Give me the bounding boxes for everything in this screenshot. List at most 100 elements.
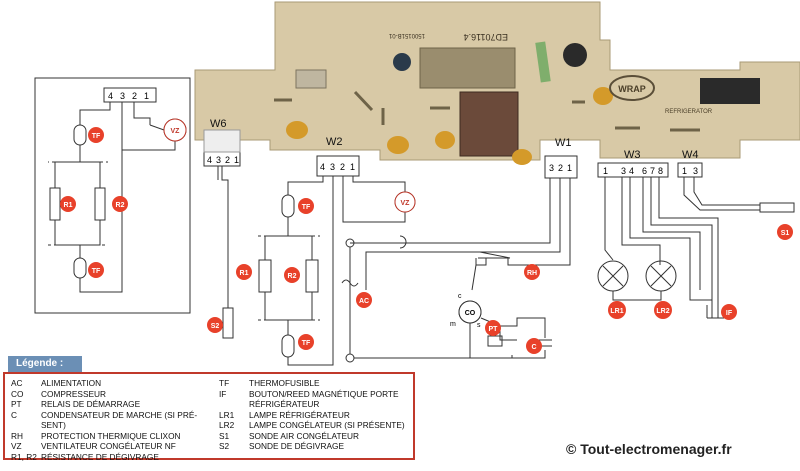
connector-w4: W4 1 3 bbox=[677, 149, 703, 178]
board-part-number: 1500151B-01 bbox=[388, 32, 425, 38]
electrolytic-capacitor bbox=[393, 53, 411, 71]
svg-text:AC: AC bbox=[359, 298, 369, 305]
cap-1 bbox=[286, 121, 308, 139]
svg-text:C: C bbox=[531, 344, 536, 351]
svg-text:LR1: LR1 bbox=[610, 308, 623, 315]
w2-pin-3: 2 bbox=[340, 162, 345, 172]
w6-pin-2: 3 bbox=[216, 155, 221, 165]
badge-c: C bbox=[526, 338, 542, 354]
w3-label: W3 bbox=[624, 149, 641, 161]
w6-pin-3: 2 bbox=[225, 155, 230, 165]
w2-label: W2 bbox=[326, 136, 343, 148]
badge-r2: R2 bbox=[284, 267, 300, 283]
connector-w3: W3 1 3 4 6 7 8 bbox=[597, 149, 669, 178]
svg-text:S1: S1 bbox=[781, 230, 790, 237]
badge-ac: AC bbox=[356, 292, 372, 308]
aux-pin-2: 3 bbox=[120, 91, 125, 101]
varistor bbox=[535, 41, 551, 83]
w1-label: W1 bbox=[555, 137, 572, 149]
w2-pin-2: 3 bbox=[330, 162, 335, 172]
w3-pin-4: 6 bbox=[642, 166, 647, 176]
connector-w1: W1 3 2 1 bbox=[544, 137, 578, 179]
svg-text:R2: R2 bbox=[288, 273, 297, 280]
w6-label: W6 bbox=[210, 118, 227, 130]
w3-pin-1: 1 bbox=[603, 166, 608, 176]
w6-pin-4: 1 bbox=[234, 155, 239, 165]
cap-4 bbox=[512, 149, 532, 165]
badge-lr1: LR1 bbox=[608, 301, 626, 319]
badge-tf-aux-top: TF bbox=[88, 127, 104, 143]
aux-defrost-circuit: 4 3 2 1 bbox=[34, 77, 191, 314]
svg-text:TF: TF bbox=[92, 268, 101, 275]
svg-text:VZ: VZ bbox=[401, 200, 411, 207]
wiring bbox=[163, 118, 795, 366]
reed-component bbox=[700, 78, 760, 104]
svg-text:R2: R2 bbox=[116, 202, 125, 209]
badge-r2-aux: R2 bbox=[112, 196, 128, 212]
relay bbox=[459, 91, 519, 157]
compressor-m-terminal: m bbox=[450, 321, 456, 328]
badge-rh: RH bbox=[524, 264, 540, 280]
compressor-label: CO bbox=[465, 310, 476, 317]
svg-text:R1: R1 bbox=[64, 202, 73, 209]
wrap-logo bbox=[609, 75, 655, 101]
connector-w2: W2 4 3 2 1 bbox=[316, 136, 360, 177]
w3-pin-3: 4 bbox=[629, 166, 634, 176]
cap-2 bbox=[387, 136, 409, 154]
resistors bbox=[274, 90, 700, 132]
aux-pin-1: 4 bbox=[108, 91, 113, 101]
compressor-c-terminal: c bbox=[458, 293, 462, 300]
badge-tf-bottom: TF bbox=[298, 334, 314, 350]
board-brand-text: REFRIGERATOR bbox=[665, 109, 713, 115]
svg-text:TF: TF bbox=[302, 340, 311, 347]
connector-w6: W6 4 3 2 1 bbox=[203, 118, 241, 167]
badge-s2: S2 bbox=[207, 317, 223, 333]
badge-r1: R1 bbox=[236, 264, 252, 280]
small-relay bbox=[295, 69, 327, 89]
pcb-board: WRAP REFRIGERATOR ED70116.4 1500151B-01 bbox=[194, 1, 800, 165]
component-badges: TF R1 R2 TF VZ R1 R2 TF TF S2 VZ AC RH P… bbox=[60, 127, 793, 354]
w4-pin-1: 1 bbox=[682, 166, 687, 176]
svg-text:PT: PT bbox=[489, 326, 499, 333]
badge-r1-aux: R1 bbox=[60, 196, 76, 212]
svg-text:R1: R1 bbox=[240, 270, 249, 277]
badge-s1: S1 bbox=[777, 224, 793, 240]
w3-pin-6: 8 bbox=[658, 166, 663, 176]
badge-lr2: LR2 bbox=[654, 301, 672, 319]
w3-pin-2: 3 bbox=[621, 166, 626, 176]
w2-pin-4: 1 bbox=[350, 162, 355, 172]
badge-tf-top: TF bbox=[298, 198, 314, 214]
compressor-s-terminal: s bbox=[477, 322, 481, 329]
w1-pin-1: 3 bbox=[549, 163, 554, 173]
w1-pin-3: 1 bbox=[567, 163, 572, 173]
cap-3 bbox=[435, 131, 455, 149]
svg-text:TF: TF bbox=[92, 133, 101, 140]
aux-pin-4: 1 bbox=[144, 91, 149, 101]
badge-tf-aux-bottom: TF bbox=[88, 262, 104, 278]
badge-pt: PT bbox=[485, 320, 501, 336]
svg-text:TF: TF bbox=[302, 204, 311, 211]
svg-text:VZ: VZ bbox=[171, 128, 181, 135]
w4-pin-2: 3 bbox=[693, 166, 698, 176]
w2-pin-1: 4 bbox=[320, 162, 325, 172]
svg-text:LR2: LR2 bbox=[656, 308, 669, 315]
copyright-text: © Tout-electromenager.fr bbox=[566, 441, 732, 457]
w3-pin-5: 7 bbox=[650, 166, 655, 176]
w4-label: W4 bbox=[682, 149, 699, 161]
w1-pin-2: 2 bbox=[558, 163, 563, 173]
svg-text:RH: RH bbox=[527, 270, 537, 277]
large-capacitor bbox=[563, 43, 587, 67]
badge-vz-aux: VZ bbox=[171, 128, 181, 135]
w6-pin-1: 4 bbox=[207, 155, 212, 165]
badge-if: IF bbox=[721, 304, 737, 320]
board-silk-top: ED70116.4 bbox=[464, 32, 508, 42]
legend-title: Légende : bbox=[8, 356, 82, 372]
aux-pin-3: 2 bbox=[132, 91, 137, 101]
svg-text:IF: IF bbox=[726, 310, 733, 317]
svg-text:S2: S2 bbox=[211, 323, 220, 330]
wrap-logo-text: WRAP bbox=[618, 84, 646, 94]
badge-vz: VZ bbox=[401, 200, 411, 207]
